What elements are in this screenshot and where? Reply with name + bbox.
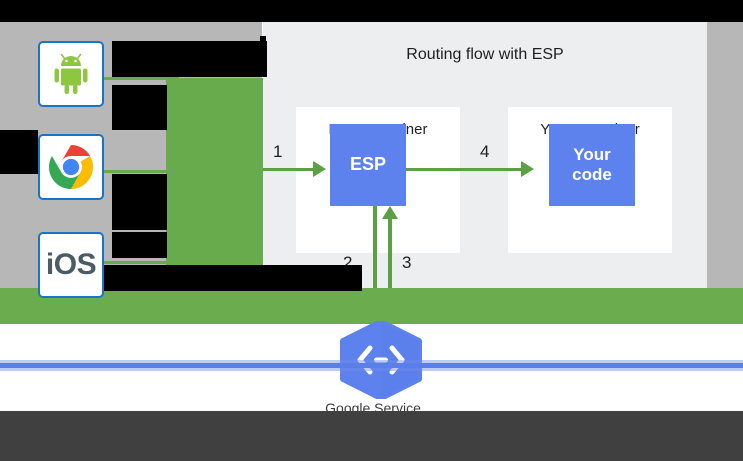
redaction-bar-3 <box>112 174 167 230</box>
redaction-bar-9 <box>0 0 743 22</box>
your-code-label-line1: Your <box>573 144 611 164</box>
esp-node: ESP <box>330 124 406 206</box>
chrome-device-card[interactable] <box>38 134 104 200</box>
redaction-bar-5 <box>112 232 167 258</box>
chrome-icon <box>48 144 94 190</box>
step-number-2: 2 <box>343 253 353 272</box>
blue-horizontal-rule <box>0 363 743 368</box>
code-brackets-hexagon-icon <box>340 319 422 401</box>
green-horizontal-band <box>0 288 743 324</box>
redaction-bar-4 <box>0 130 38 174</box>
step-number-4: 4 <box>480 142 490 161</box>
android-icon <box>54 53 88 94</box>
flow-arrowhead-1 <box>313 161 326 177</box>
diagram-title: Routing flow with ESP <box>406 46 564 63</box>
flow-line-2 <box>373 206 377 329</box>
redaction-bar-8 <box>260 36 266 72</box>
chrome-connector-line <box>104 170 179 173</box>
your-code-node: Your code <box>549 124 635 206</box>
your-code-label-line2: code <box>572 165 612 184</box>
google-service-control-icon-wrap <box>337 319 425 401</box>
flow-arrowhead-3 <box>382 206 398 219</box>
flow-line-4 <box>406 168 523 171</box>
redaction-bar-6 <box>104 265 362 291</box>
ios-connector-line <box>104 261 179 264</box>
flow-line-3 <box>388 216 392 329</box>
bottom-dark-overlay <box>0 411 743 461</box>
esp-node-label: ESP <box>349 154 387 175</box>
green-vertical-band <box>166 78 271 291</box>
android-connector-line <box>104 77 179 80</box>
flow-arrowhead-4 <box>521 161 534 177</box>
step-number-3: 3 <box>402 253 412 272</box>
flow-line-1 <box>263 168 315 171</box>
right-gray-strip <box>707 22 743 288</box>
step-number-1: 1 <box>273 142 283 161</box>
redaction-bar-1 <box>112 41 267 77</box>
redaction-bar-2 <box>112 85 167 130</box>
android-device-card[interactable] <box>38 41 104 107</box>
ios-label: iOS <box>45 248 97 281</box>
ios-device-card[interactable]: iOS <box>38 232 104 298</box>
